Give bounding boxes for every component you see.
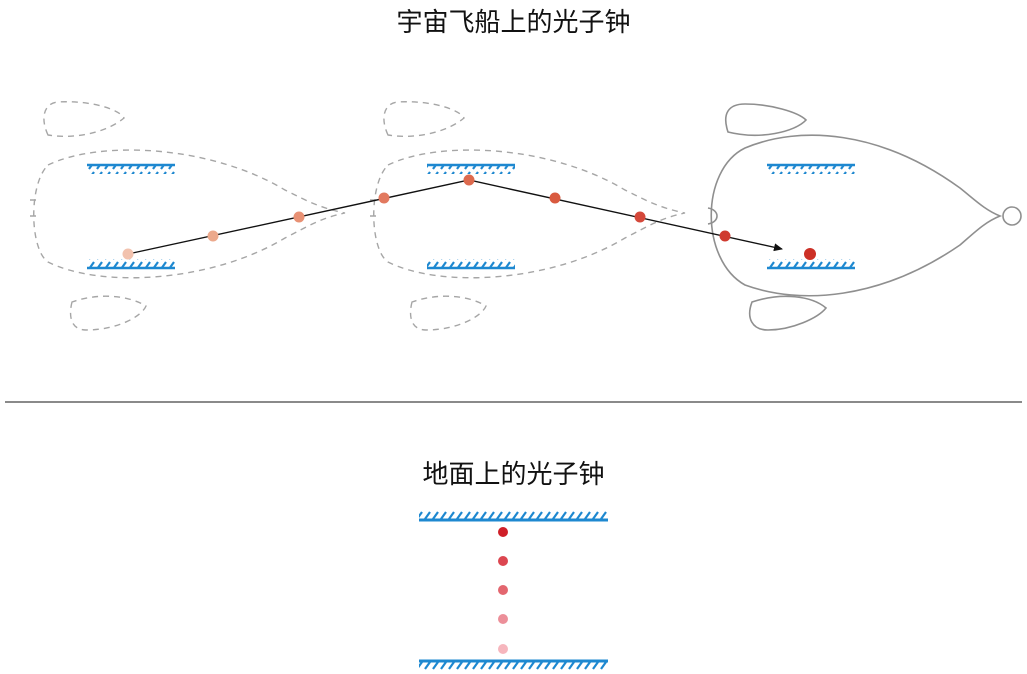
ship-photon-dot [122,248,134,260]
ship-photon-dot [293,211,305,223]
spaceship-ghost-1 [30,101,346,331]
ship-photon-dot [207,230,219,242]
ship-photon-dots [122,174,816,260]
ground-mirror-bottom [419,661,608,671]
mirror-top-3 [767,165,855,174]
mirror-top-2 [427,165,515,174]
ground-photon-dot [498,585,508,595]
mirror-bottom-3 [767,259,855,268]
spaceship-current [707,103,1022,331]
mirror-top-1 [87,165,175,174]
spaceship-clock-title: 宇宙飞船上的光子钟 [396,8,631,38]
ship-photon-dot [378,192,390,204]
photon-path [127,179,783,255]
ground-photon-dot [498,527,508,537]
ground-photon-dot [498,614,508,624]
mirror-bottom-2 [427,259,515,268]
ground-clock-title: 地面上的光子钟 [422,460,605,490]
ground-mirror-top [419,510,608,520]
ground-photon-dot [498,556,508,566]
ground-photon-dot [498,644,508,654]
mirror-bottom-1 [87,259,175,268]
ship-photon-dot [719,230,731,242]
ship-photon-dot [463,174,475,186]
spaceship-mirrors [87,163,855,270]
ground-photon-dots [498,527,508,654]
ground-clock [419,510,608,671]
ship-photon-dot [634,211,646,223]
ship-photon-dot [804,248,816,260]
ship-photon-dot [549,192,561,204]
